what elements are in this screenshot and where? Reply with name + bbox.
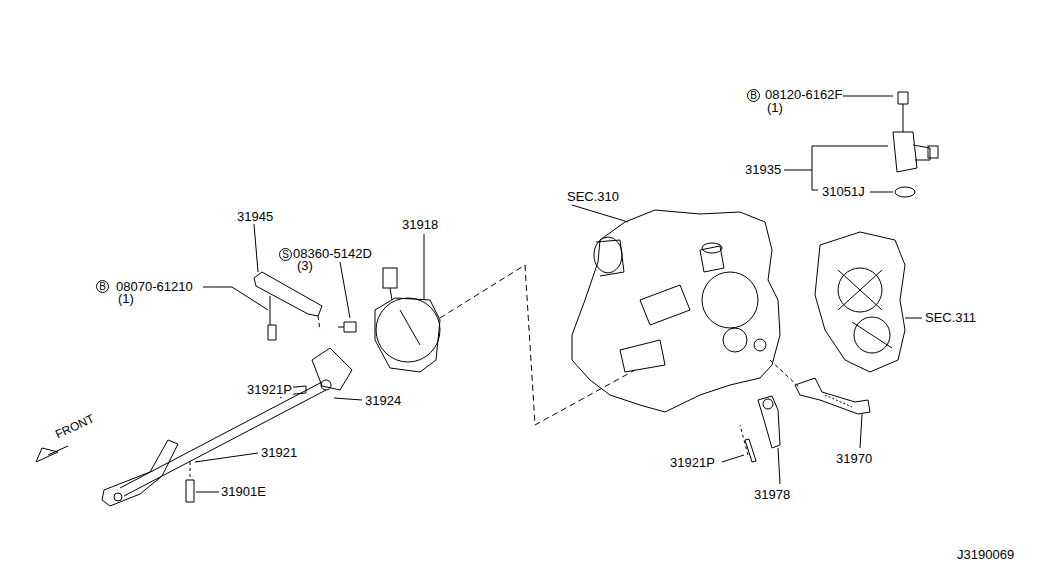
side-cover [815,232,905,372]
o-ring [895,187,915,197]
leader-line [203,287,268,310]
leader-line [860,414,862,448]
front-arrow [36,446,68,462]
leader-line [870,192,893,193]
circled-letter: B [96,280,109,293]
circled-letter: S [279,248,292,261]
transmission-case [572,210,780,412]
leader-line [842,96,893,97]
direction-label: FRONT [52,411,97,442]
shaft-hole [754,339,766,351]
case-port-body [596,240,624,276]
control-rod [120,382,326,496]
bearing-bore [723,328,747,352]
diagram-id: J3190069 [956,548,1015,562]
callout-number: 31945 [236,210,274,224]
bracket-leader [784,146,888,190]
pin [186,480,194,502]
leader-line [722,455,744,462]
quantity: (3) [296,259,314,273]
assembly-line [740,425,748,455]
inhibitor-switch [376,298,440,362]
assembly-line [440,265,635,425]
callout-number: 31051J [821,185,866,199]
callout-number: 31935 [744,163,782,177]
detent-lever [758,396,780,448]
cover-ribs [838,270,892,348]
parking-rod [795,378,870,414]
assembly-line [318,316,320,330]
part-code: 08120-6162F [764,88,843,102]
bearing-bore [702,272,758,328]
leader-line [340,262,350,318]
lever-boss [321,380,331,390]
sensor-plug [928,146,938,158]
bracket [254,272,322,316]
callout-number: 31918 [401,218,439,232]
bolt [898,92,908,132]
callout-number: 31924 [364,394,402,408]
section-ref: SEC.311 [924,311,977,325]
leader-line [424,234,425,300]
lever-boss [763,399,773,409]
quantity: (1) [766,101,784,115]
leader-line [572,205,628,222]
symbol-letter: B [99,282,106,292]
callout-number: 31921 [260,446,298,460]
rod-eye [114,493,122,501]
sensor-body [893,132,917,172]
case-boss [702,243,722,253]
section-ref: SEC.310 [566,190,620,204]
rod-spring [825,395,852,407]
callout-number: 31978 [753,488,791,502]
switch-detail [390,288,420,345]
rod-end [102,440,178,506]
bolt [268,296,276,340]
leader-line [334,398,362,400]
leader-line [254,224,258,272]
leader-line [778,448,780,484]
switch-housing [375,298,440,372]
bolt [338,322,356,332]
quantity: (1) [117,292,135,306]
switch-connector [383,268,397,288]
case-port [594,237,622,273]
leader-line [196,492,219,493]
callout-number: 31921P [669,456,716,470]
callout-number: 31901E [220,485,267,499]
pin [745,439,756,462]
symbol-letter: B [750,91,757,101]
case-ribs [620,246,724,372]
leader-line [905,318,922,319]
assembly-line [190,462,191,478]
circled-letter: B [747,89,760,102]
callout-number: 31921P [246,383,293,397]
callout-number: 31970 [835,452,873,466]
leader-line [195,453,258,462]
symbol-letter: S [282,250,289,260]
assembly-line [770,360,800,388]
sensor-connector [913,145,930,160]
